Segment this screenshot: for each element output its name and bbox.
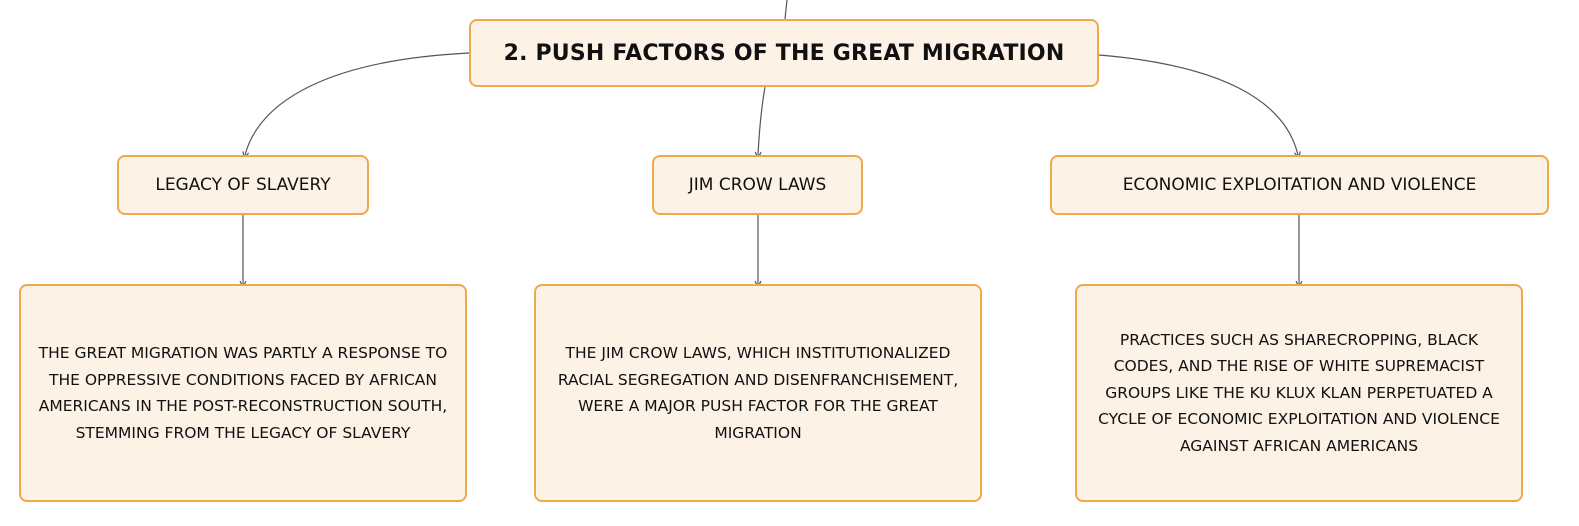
incoming-connector [784,0,788,20]
detail-node-economic-exploitation-and-violence[interactable]: PRACTICES SUCH AS SHARECROPPING, BLACK C… [1075,284,1523,502]
root-node-label: 2. PUSH FACTORS OF THE GREAT MIGRATION [503,40,1065,66]
root-node[interactable]: 2. PUSH FACTORS OF THE GREAT MIGRATION [469,19,1099,87]
connector-root-to-legacy-of-slavery [245,52,470,155]
connector-root-to-jim-crow-laws [758,86,766,155]
detail-node-legacy-of-slavery[interactable]: THE GREAT MIGRATION WAS PARTLY A RESPONS… [19,284,467,502]
topic-node-economic-exploitation-and-violence[interactable]: ECONOMIC EXPLOITATION AND VIOLENCE [1050,155,1549,215]
detail-node-text: PRACTICES SUCH AS SHARECROPPING, BLACK C… [1098,330,1500,455]
detail-node-text: THE JIM CROW LAWS, WHICH INSTITUTIONALIZ… [557,344,959,442]
detail-node-jim-crow-laws[interactable]: THE JIM CROW LAWS, WHICH INSTITUTIONALIZ… [534,284,982,502]
topic-node-legacy-of-slavery[interactable]: LEGACY OF SLAVERY [117,155,369,215]
connector-root-to-economic-exploitation [1098,54,1298,155]
topic-node-jim-crow-laws[interactable]: JIM CROW LAWS [652,155,863,215]
topic-node-label: ECONOMIC EXPLOITATION AND VIOLENCE [1122,175,1477,195]
detail-node-text: THE GREAT MIGRATION WAS PARTLY A RESPONS… [38,344,448,442]
topic-node-label: JIM CROW LAWS [688,175,827,195]
topic-node-label: LEGACY OF SLAVERY [155,175,331,195]
